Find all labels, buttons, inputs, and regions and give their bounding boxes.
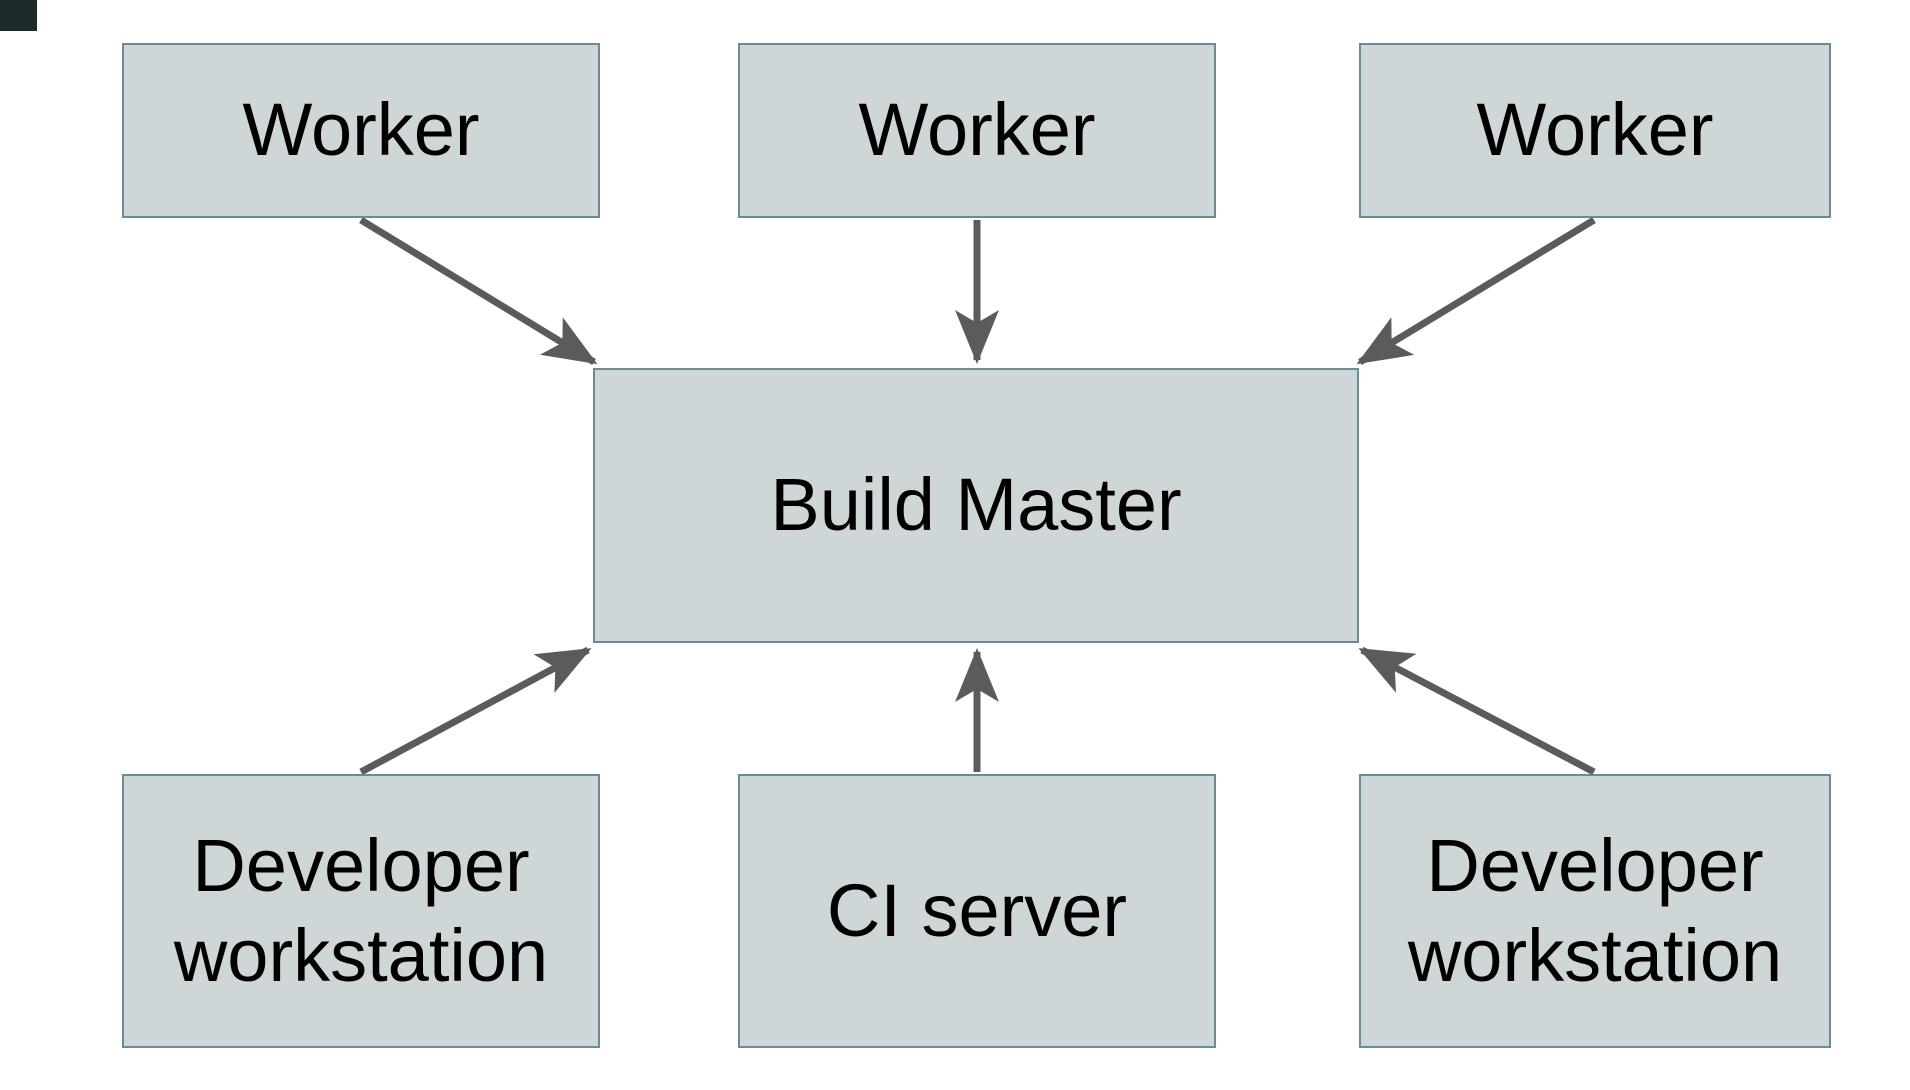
arrow-dev-left-to-build-master bbox=[359, 646, 592, 776]
arrow-dev-right-to-build-master bbox=[1358, 646, 1596, 776]
node-developer-workstation-right: Developer workstation bbox=[1359, 774, 1831, 1048]
node-build-master: Build Master bbox=[593, 368, 1359, 643]
node-worker-3: Worker bbox=[1359, 43, 1831, 218]
node-worker-3-label: Worker bbox=[1476, 88, 1714, 172]
node-build-master-label: Build Master bbox=[770, 463, 1182, 547]
node-worker-1-label: Worker bbox=[242, 88, 480, 172]
node-worker-2: Worker bbox=[738, 43, 1216, 218]
node-worker-2-label: Worker bbox=[858, 88, 1096, 172]
node-worker-1: Worker bbox=[122, 43, 600, 218]
corner-artifact bbox=[0, 0, 37, 31]
node-ci-server-label: CI server bbox=[826, 868, 1128, 952]
arrow-worker1-to-build-master bbox=[359, 217, 598, 365]
node-developer-workstation-right-label: Developer workstation bbox=[1407, 823, 1783, 997]
node-ci-server: CI server bbox=[738, 774, 1216, 1048]
node-developer-workstation-left-label: Developer workstation bbox=[173, 823, 549, 997]
node-developer-workstation-left: Developer workstation bbox=[122, 774, 600, 1048]
arrow-worker3-to-build-master bbox=[1356, 217, 1596, 365]
